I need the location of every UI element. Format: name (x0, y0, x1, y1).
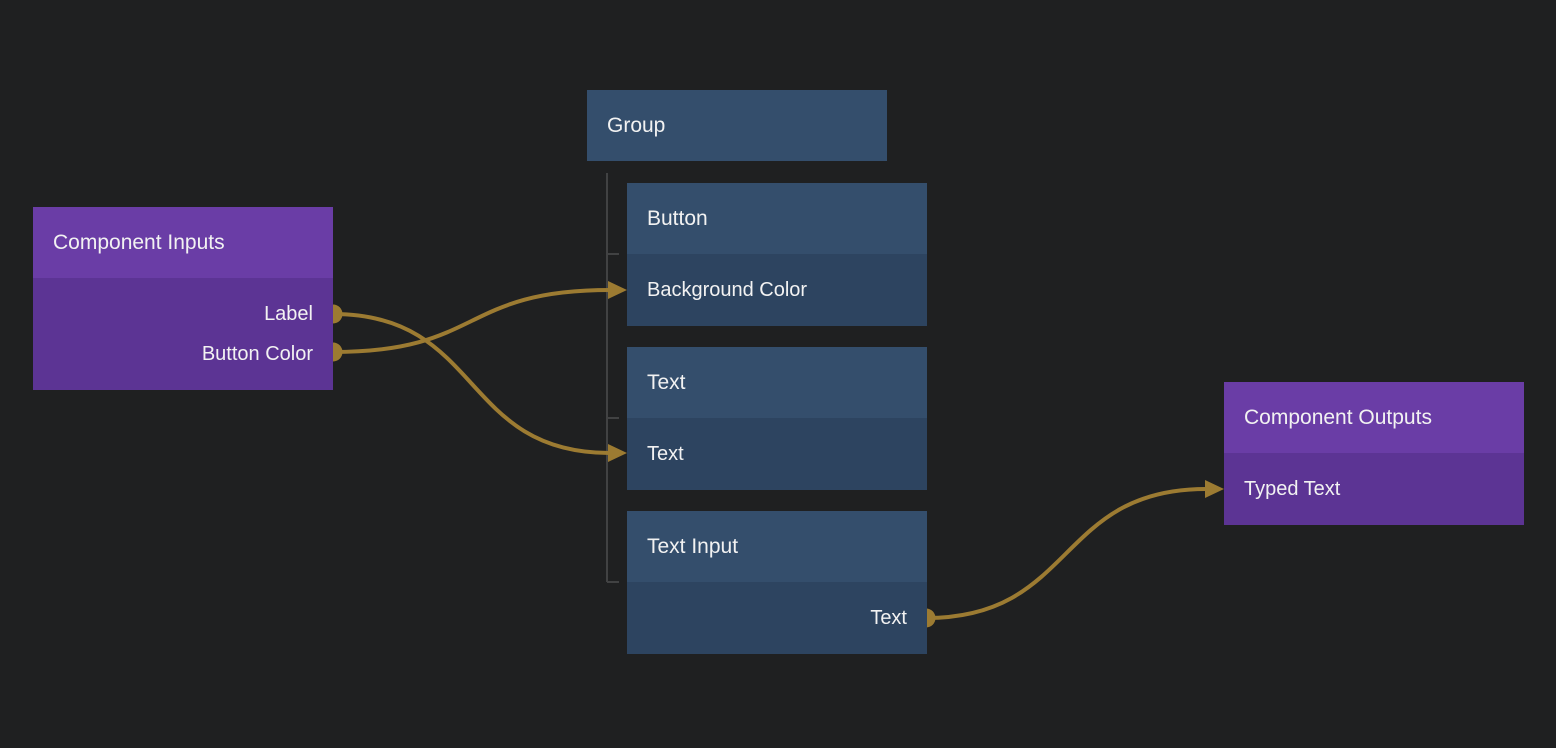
port-row-background-color[interactable]: Background Color (627, 254, 927, 326)
port-label: Background Color (647, 278, 808, 301)
node-button[interactable]: Button Background Color (627, 183, 927, 326)
node-component-inputs-title[interactable]: Component Inputs (33, 207, 333, 278)
node-title-label: Group (607, 113, 666, 137)
node-component-inputs[interactable]: Component Inputs Label Button Color (33, 207, 333, 390)
node-title-label: Component Inputs (53, 230, 225, 254)
node-text-title[interactable]: Text (627, 347, 927, 418)
port-label: Button Color (201, 342, 313, 365)
node-text-input-title[interactable]: Text Input (627, 511, 927, 582)
node-button-body: Background Color (627, 254, 927, 326)
port-label: Label (264, 302, 313, 325)
node-title-label: Text (647, 370, 686, 394)
node-title-label: Button (647, 206, 708, 230)
group-children-tree-line (606, 173, 619, 583)
node-text-input-body: Text (627, 582, 927, 654)
node-title-label: Text Input (647, 534, 739, 558)
port-label: Text (870, 606, 907, 629)
node-text-input[interactable]: Text Input Text (627, 511, 927, 654)
node-group-title[interactable]: Group (587, 90, 887, 161)
arrowhead-typed-text-port (1205, 480, 1224, 498)
node-group[interactable]: Group (587, 90, 887, 161)
port-row-typed-text[interactable]: Typed Text (1224, 453, 1524, 525)
port-row-text-output[interactable]: Text (627, 582, 927, 654)
node-title-label: Component Outputs (1244, 405, 1432, 429)
node-text-body: Text (627, 418, 927, 490)
port-row-text[interactable]: Text (627, 418, 927, 490)
node-component-outputs-title[interactable]: Component Outputs (1224, 382, 1524, 453)
arrowhead-background-color-port (608, 281, 627, 299)
port-row-button-color[interactable]: Button Color (33, 334, 333, 374)
node-component-outputs[interactable]: Component Outputs Typed Text (1224, 382, 1524, 525)
node-component-outputs-body: Typed Text (1224, 453, 1524, 525)
node-button-title[interactable]: Button (627, 183, 927, 254)
wire-label-to-text[interactable] (332, 312, 611, 455)
node-text[interactable]: Text Text (627, 347, 927, 490)
wire-text-to-typed-text[interactable] (925, 487, 1207, 620)
arrowhead-text-input-port (608, 444, 627, 462)
port-label: Text (647, 442, 684, 465)
port-row-label[interactable]: Label (33, 294, 333, 334)
node-component-inputs-body: Label Button Color (33, 278, 333, 390)
port-label: Typed Text (1244, 477, 1341, 500)
wire-button-color-to-background-color[interactable] (332, 288, 611, 354)
